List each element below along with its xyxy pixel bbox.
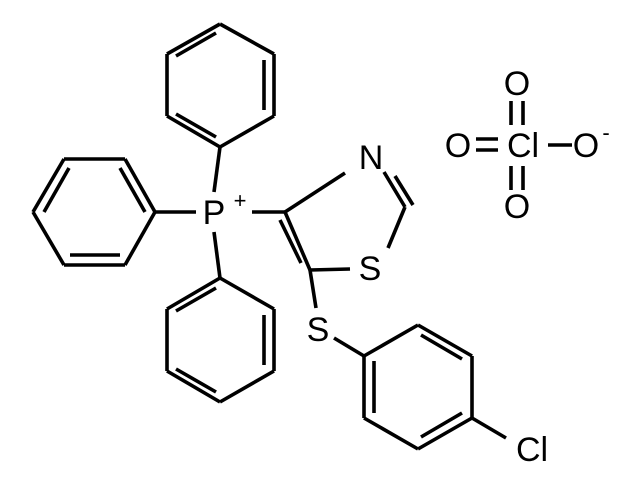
- thiazole-ring: [278, 171, 415, 272]
- perchlorate-oxygen-charge-label: -: [602, 120, 609, 145]
- chlorophenyl-ring: [362, 323, 507, 451]
- thioether-sulfur-label: S: [307, 311, 330, 349]
- perchlorate-oxygen-bottom-label: O: [504, 188, 530, 226]
- phosphorus-label: P: [203, 194, 226, 232]
- thioether-bonds: [308, 269, 365, 358]
- phosphorus-charge-label: +: [234, 188, 247, 213]
- left-phenyl-ring: [31, 157, 157, 267]
- top-phenyl-ring: [165, 22, 276, 149]
- perchlorate-chlorine-label: Cl: [507, 127, 539, 165]
- perchlorate-oxygen-top-label: O: [504, 65, 530, 103]
- perchlorate-oxygen-left-label: O: [445, 127, 471, 165]
- thiazole-nitrogen-label: N: [359, 139, 384, 177]
- aryl-chlorine-label: Cl: [516, 431, 548, 469]
- perchlorate-oxygen-right-label: O: [573, 127, 599, 165]
- perchlorate-bonds: [476, 101, 572, 190]
- bottom-phenyl-ring: [165, 276, 276, 404]
- phosphonium-bonds: [155, 146, 285, 279]
- thiazole-sulfur-label: S: [359, 250, 382, 288]
